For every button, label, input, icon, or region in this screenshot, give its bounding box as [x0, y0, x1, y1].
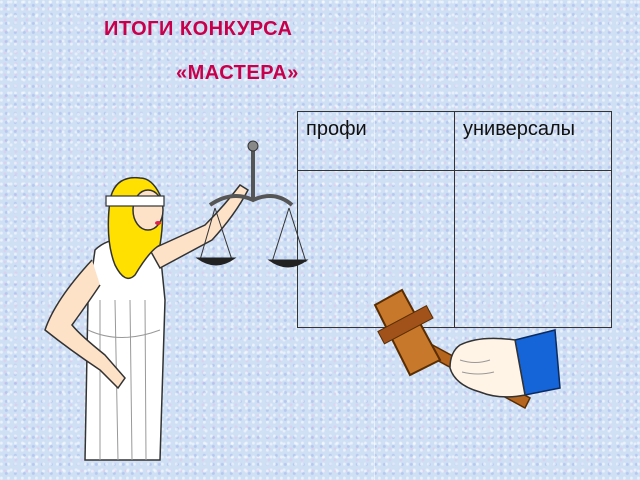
slide-title-line1: ИТОГИ КОНКУРСА [104, 18, 293, 40]
table-row [297, 170, 612, 328]
table-header-row: профи универсалы [297, 111, 612, 171]
cell-universaly [454, 170, 612, 328]
slide-title-line2: «МАСТЕРА» [176, 62, 299, 84]
cell-profi [297, 170, 455, 328]
results-table: профи универсалы [297, 111, 612, 328]
column-header-universaly: универсалы [454, 111, 612, 171]
